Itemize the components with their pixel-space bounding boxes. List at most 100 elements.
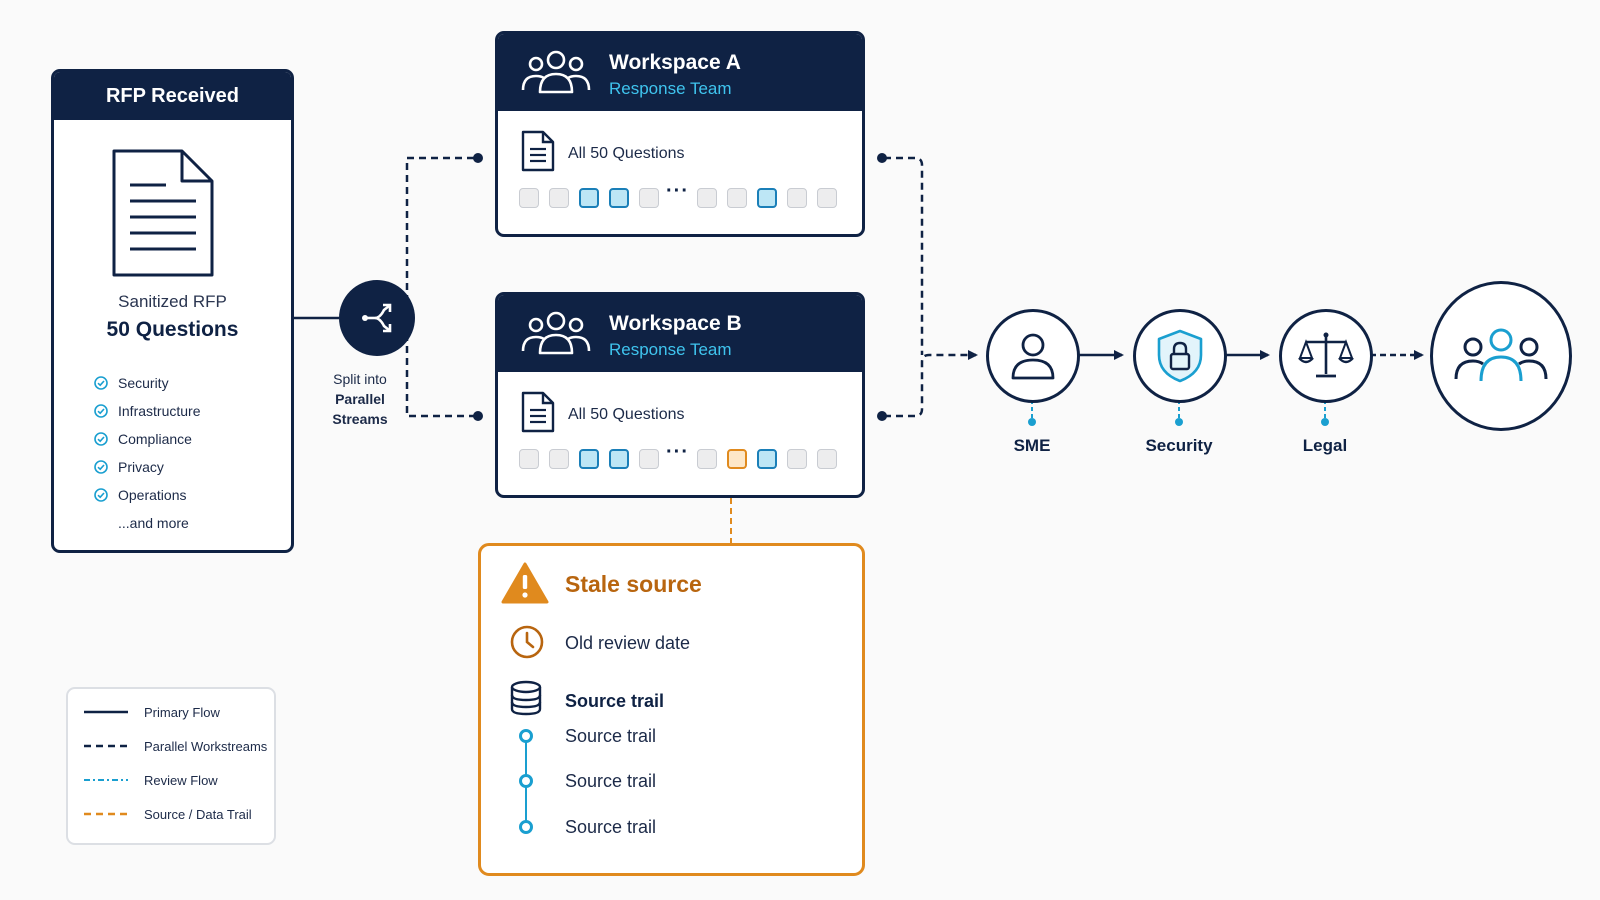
- orange-dashed-line-swatch: [84, 812, 128, 816]
- team-icon: [1454, 328, 1548, 382]
- split-label-line2: Parallel: [335, 391, 385, 407]
- rfp-card: RFP Received Sanitized RFP 50 Questions …: [51, 69, 294, 553]
- question-square-highlighted: [757, 188, 777, 208]
- trail-item: Source trail: [565, 771, 657, 791]
- workspace-b-header: Workspace B Response Team: [498, 295, 862, 372]
- legend-label: Source / Data Trail: [144, 806, 252, 822]
- check-circle-icon: [94, 488, 108, 502]
- stale-source-panel: Stale source Old review date Source trai…: [478, 543, 865, 876]
- question-square: [727, 188, 747, 208]
- topic-label: Infrastructure: [118, 403, 201, 419]
- legal-node: [1279, 309, 1373, 403]
- topic-label: Privacy: [118, 459, 164, 475]
- team-icon: [521, 50, 591, 94]
- question-square-highlighted: [579, 188, 599, 208]
- ws-b-out-endpoint: [877, 411, 887, 421]
- check-circle-icon: [94, 376, 108, 390]
- workspace-b-subtitle: Response Team: [609, 340, 732, 359]
- topic-label: Security: [118, 375, 169, 391]
- dashed-line-swatch: [84, 744, 128, 748]
- question-square: [519, 449, 539, 469]
- question-square-highlighted: [579, 449, 599, 469]
- final-team-node: [1430, 281, 1572, 431]
- workspace-a-card: Workspace A Response Team All 50 Questio…: [495, 31, 865, 237]
- ws-a-out-endpoint: [877, 153, 887, 163]
- clock-icon: [510, 625, 544, 659]
- question-square-highlighted: [757, 449, 777, 469]
- legend-item-source-trail: Source / Data Trail: [84, 804, 252, 824]
- document-icon: [112, 149, 214, 277]
- workspace-a-title: Workspace A: [609, 51, 741, 74]
- workspace-b-questions: All 50 Questions: [568, 406, 685, 423]
- stale-source-title: Stale source: [565, 571, 702, 597]
- question-square-highlighted: [609, 188, 629, 208]
- scales-icon: [1298, 332, 1354, 378]
- check-circle-icon: [94, 460, 108, 474]
- legend-label: Review Flow: [144, 772, 218, 788]
- merge-a-line: [884, 156, 924, 355]
- split-node: [339, 280, 415, 356]
- source-trail-heading: Source trail: [565, 691, 665, 711]
- rfp-header: RFP Received: [54, 72, 291, 120]
- workspace-b-card: Workspace B Response Team All 50 Questio…: [495, 292, 865, 498]
- trail-node: [519, 729, 533, 743]
- split-label: Split into Parallel Streams: [318, 369, 402, 429]
- question-square: [787, 188, 807, 208]
- question-square-highlighted: [609, 449, 629, 469]
- shield-lock-icon: [1157, 329, 1203, 383]
- workspace-a-header: Workspace A Response Team: [498, 34, 862, 111]
- check-circle-icon: [94, 432, 108, 446]
- topic-label: Operations: [118, 487, 187, 503]
- topic-item: Security: [94, 369, 200, 397]
- legend: Primary Flow Parallel Workstreams Review…: [66, 687, 276, 845]
- document-icon: [521, 130, 555, 172]
- topic-item: Infrastructure: [94, 397, 200, 425]
- document-icon: [521, 391, 555, 433]
- solid-line-swatch: [84, 710, 128, 714]
- check-circle-icon: [94, 404, 108, 418]
- legend-label: Primary Flow: [144, 704, 220, 720]
- ellipsis: ···: [666, 441, 689, 463]
- user-icon: [1011, 333, 1055, 380]
- database-icon: [510, 680, 542, 716]
- old-review-date: Old review date: [565, 633, 691, 653]
- sme-review-dot: [1028, 418, 1036, 426]
- parallel-stream-a-line: [405, 156, 476, 302]
- topic-label: Compliance: [118, 431, 192, 447]
- question-square: [519, 188, 539, 208]
- sme-label: SME: [1013, 436, 1051, 455]
- question-square: [697, 188, 717, 208]
- split-label-line1: Split into: [333, 371, 387, 387]
- dash-dot-line-swatch: [84, 779, 128, 781]
- trail-node: [519, 774, 533, 788]
- question-square: [817, 449, 837, 469]
- workspace-a-questions: All 50 Questions: [568, 145, 685, 162]
- question-square: [787, 449, 807, 469]
- question-square: [697, 449, 717, 469]
- rfp-question-count: 50 Questions: [106, 318, 239, 341]
- parallel-stream-b-line: [405, 334, 476, 418]
- topic-item: Compliance: [94, 425, 200, 453]
- split-arrows-icon: [362, 303, 392, 333]
- legend-item-parallel: Parallel Workstreams: [84, 736, 267, 756]
- stream-b-endpoint: [473, 411, 483, 421]
- legend-item-primary: Primary Flow: [84, 702, 220, 722]
- ellipsis: ···: [666, 180, 689, 202]
- security-node: [1133, 309, 1227, 403]
- split-label-line3: Streams: [332, 411, 388, 427]
- workspace-a-subtitle: Response Team: [609, 79, 732, 98]
- question-square: [639, 188, 659, 208]
- security-label: Security: [1145, 436, 1213, 455]
- warning-icon: [501, 562, 549, 604]
- workspace-b-title: Workspace B: [609, 312, 742, 335]
- sme-node: [986, 309, 1080, 403]
- topic-more: ...and more: [118, 515, 189, 531]
- question-square: [549, 449, 569, 469]
- topic-item: Privacy: [94, 453, 200, 481]
- legal-review-dot: [1321, 418, 1329, 426]
- legend-item-review: Review Flow: [84, 770, 218, 790]
- legend-label: Parallel Workstreams: [144, 738, 268, 754]
- trail-node: [519, 820, 533, 834]
- rfp-subtitle: Sanitized RFP: [118, 292, 227, 311]
